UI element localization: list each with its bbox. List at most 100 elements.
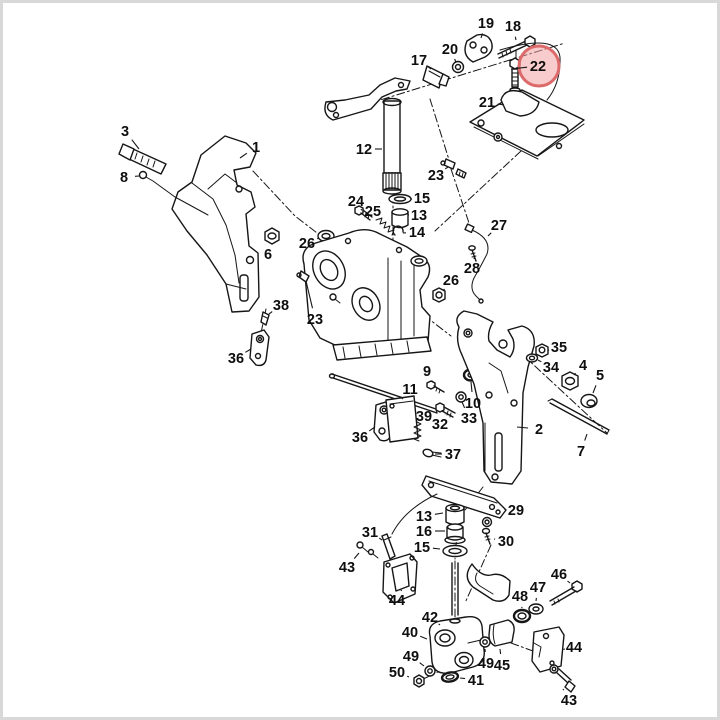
callout-26: 26: [299, 236, 320, 252]
callout-number-43: 43: [561, 693, 577, 709]
callout-number-13: 13: [411, 208, 427, 224]
callout-46: 46: [551, 567, 571, 584]
callout-number-13: 13: [416, 509, 432, 525]
callout-number-12: 12: [356, 142, 372, 158]
part-35-nut: [535, 343, 549, 358]
part-38-pin: [260, 311, 270, 326]
callout-44: 44: [389, 589, 405, 609]
callout-leader-line: [401, 397, 404, 400]
part-39-spring: [413, 421, 422, 442]
callout-leader-line: [378, 537, 383, 541]
callout-13: 13: [408, 208, 427, 224]
callout-39: 39: [416, 409, 432, 426]
part-2-clamp-bracket: [456, 310, 535, 485]
part-50-nut: [413, 674, 425, 688]
callout-number-30: 30: [498, 534, 514, 550]
callout-26: 26: [442, 273, 459, 292]
callout-number-26: 26: [443, 273, 459, 289]
callout-leader-line: [516, 426, 529, 429]
part-6-nut: [264, 227, 280, 245]
part-23-screw-lower: [296, 270, 341, 304]
callout-number-5: 5: [596, 368, 604, 384]
callout-leader-line: [497, 103, 505, 106]
callout-43: 43: [561, 688, 577, 709]
part-30-bolt: [481, 516, 493, 545]
callout-leader-line: [434, 512, 444, 515]
part-19-link-plate: [464, 33, 493, 63]
callout-leader-line: [427, 66, 432, 70]
callout-number-15: 15: [414, 191, 430, 207]
callout-43: 43: [339, 552, 360, 576]
callout-number-35: 35: [551, 340, 567, 356]
callout-13: 13: [416, 509, 444, 525]
callout-number-22: 22: [530, 59, 546, 75]
part-32-bolt: [435, 402, 456, 418]
part-43-screws-left: [356, 541, 379, 559]
callout-number-21: 21: [479, 95, 495, 111]
part-20-washer: [451, 60, 465, 74]
callout-27: 27: [487, 218, 507, 237]
callout-leader-line: [368, 426, 376, 432]
callout-number-34: 34: [543, 360, 559, 376]
callout-42: 42: [422, 610, 441, 626]
callout-number-49: 49: [403, 649, 419, 665]
callout-19: 19: [478, 16, 494, 39]
part-24-bolt: [354, 205, 373, 221]
callout-leader-line: [487, 232, 492, 237]
callout-leader-line: [360, 208, 363, 211]
part-46-bolt: [549, 580, 583, 606]
callout-24: 24: [348, 194, 364, 211]
part-43-bolt-bottom: [549, 664, 576, 693]
part-41-grommet: [440, 671, 460, 683]
callout-leader-line: [459, 677, 466, 680]
callout-32: 32: [432, 413, 448, 433]
callout-number-43: 43: [339, 560, 355, 576]
part-26-nut-right: [432, 287, 446, 303]
callout-leader-line: [305, 280, 314, 309]
part-25-spring: [375, 217, 395, 236]
callout-leader-line: [584, 433, 588, 441]
callout-leader-line: [419, 635, 428, 640]
callout-number-7: 7: [577, 444, 585, 460]
callout-leader-line: [499, 648, 502, 655]
callout-leader-line: [353, 552, 360, 559]
part-16-sleeve: [444, 523, 466, 545]
callout-49: 49: [403, 649, 425, 667]
callout-33: 33: [461, 401, 477, 427]
exploded-view-line-art: [118, 33, 610, 693]
callout-15: 15: [414, 540, 441, 556]
callout-36: 36: [228, 348, 252, 367]
callout-number-48: 48: [512, 589, 528, 605]
part-5-bushing: [580, 393, 598, 409]
part-15-washer-upper: [388, 193, 412, 205]
callout-50: 50: [389, 665, 410, 681]
callout-leader-line: [537, 359, 542, 363]
callout-number-31: 31: [362, 525, 378, 541]
highlight-circle: [517, 44, 561, 88]
callout-36: 36: [352, 426, 376, 446]
callout-number-46: 46: [551, 567, 567, 583]
callout-leader-line: [444, 166, 449, 170]
callout-number-42: 42: [422, 610, 438, 626]
part-29-plate: [421, 475, 507, 519]
callout-leader-line: [131, 139, 140, 150]
part-9-screw: [426, 380, 445, 394]
callout-number-11: 11: [402, 382, 417, 398]
callout-47: 47: [530, 580, 546, 602]
part-34-washer: [525, 353, 539, 363]
callout-leader-line: [268, 311, 273, 315]
callout-20: 20: [442, 42, 458, 63]
callout-number-44: 44: [566, 640, 582, 656]
part-12-steering-arm-shaft: [324, 77, 411, 195]
callout-number-23: 23: [428, 168, 444, 184]
callout-number-39: 39: [416, 409, 432, 425]
part-3-bolt: [118, 143, 167, 175]
callout-number-36: 36: [228, 351, 244, 367]
callout-number-14: 14: [409, 225, 425, 241]
tilt-lock-lever: [451, 562, 511, 616]
callout-leader-line: [480, 33, 484, 39]
part-37-cotter-pin: [422, 448, 442, 458]
callout-number-1: 1: [252, 140, 260, 156]
callout-25: 25: [365, 204, 381, 221]
